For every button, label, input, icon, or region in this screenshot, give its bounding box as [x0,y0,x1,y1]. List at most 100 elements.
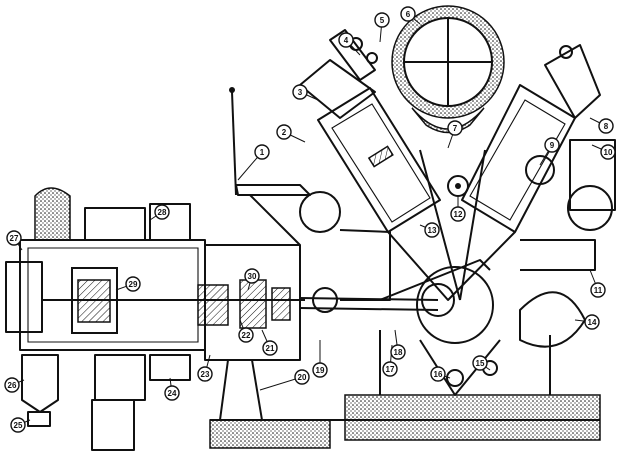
callout-bubble [338,32,354,48]
callout-bubble [472,355,488,371]
callout-number: 25 [14,421,23,430]
callout-bubble [244,268,260,284]
callout-bubble [447,120,463,136]
callout-24: 24 [164,377,180,401]
callout-bubble [292,84,308,100]
fuel-pump-assembly [21,354,191,451]
callout-number: 5 [380,16,385,25]
callout-bubble [164,385,180,401]
callout-9: 9 [539,137,560,166]
callout-3: 3 [292,84,319,101]
callout-number: 7 [453,124,458,133]
callout-29: 29 [115,276,141,292]
callout-bubble [238,327,254,343]
callout-bubble [125,276,141,292]
callout-25: 25 [10,417,31,433]
callout-number: 14 [588,318,597,327]
left-cylinder-bank [299,29,441,233]
gear-housing [197,244,301,421]
callout-18: 18 [390,329,406,360]
crankcase [299,149,613,301]
callout-number: 11 [594,286,603,295]
callout-number: 30 [248,272,257,281]
callout-12: 12 [450,196,466,222]
callout-8: 8 [589,117,614,134]
callout-16: 16 [430,366,451,382]
callout-bubble [276,124,292,140]
callout-number: 28 [158,208,167,217]
lower-frame [379,330,551,396]
callout-bubble [262,340,278,356]
callout-6: 6 [400,6,421,25]
callout-number: 12 [454,210,463,219]
callout-number: 9 [550,141,555,150]
callout-bubble [6,230,22,246]
callout-number: 15 [476,359,485,368]
callout-number: 13 [428,226,437,235]
callout-number: 26 [8,381,17,390]
right-cylinder-bank [461,44,616,233]
callout-28: 28 [149,204,170,221]
callout-21: 21 [261,329,278,356]
callout-bubble [584,314,600,330]
callout-27: 27 [6,230,23,251]
callout-22: 22 [238,319,254,343]
callout-number: 17 [386,365,395,374]
callout-number: 1 [260,148,265,157]
callout-14: 14 [574,314,600,330]
callout-number: 22 [242,331,251,340]
callout-bubble [424,222,440,238]
callout-19: 19 [312,340,328,378]
callout-number: 23 [201,370,210,379]
callout-number: 4 [344,36,349,45]
callout-bubble [590,282,606,298]
callout-2: 2 [276,124,306,143]
callout-number: 27 [10,234,19,243]
crankshaft-assembly [299,259,586,348]
callout-30: 30 [244,268,260,291]
callout-13: 13 [419,222,440,238]
callout-bubble [600,144,616,160]
callout-5: 5 [374,12,390,43]
callout-bubble [4,377,20,393]
exhaust-manifold [391,5,505,134]
callout-bubble [312,362,328,378]
callout-bubble [197,366,213,382]
callout-number: 20 [298,373,307,382]
callout-20: 20 [259,369,310,391]
callout-number: 24 [168,389,177,398]
callout-bubble [154,204,170,220]
callout-number: 16 [434,370,443,379]
callout-number: 29 [129,280,138,289]
callout-bubble [430,366,446,382]
callout-number: 6 [406,10,411,19]
callout-number: 10 [604,148,613,157]
callout-1: 1 [237,144,270,181]
callout-bubble [374,12,390,28]
callout-number: 18 [394,348,403,357]
callout-26: 26 [4,377,25,393]
callout-23: 23 [197,354,213,382]
callout-bubble [400,6,416,22]
callout-11: 11 [589,269,606,298]
callout-bubble [450,206,466,222]
callout-bubble [544,137,560,153]
blower-housing [5,187,305,351]
foundation-base [209,394,601,449]
callout-10: 10 [591,144,616,160]
callout-number: 19 [316,366,325,375]
callout-7: 7 [447,120,463,149]
control-lever [229,87,311,246]
callout-bubble [294,369,310,385]
callout-15: 15 [472,355,491,371]
callout-bubble [390,344,406,360]
callout-bubble [598,118,614,134]
callout-number: 21 [266,344,275,353]
callout-bubble [10,417,26,433]
callout-bubble [254,144,270,160]
callout-number: 8 [604,122,609,131]
callout-bubble [382,361,398,377]
